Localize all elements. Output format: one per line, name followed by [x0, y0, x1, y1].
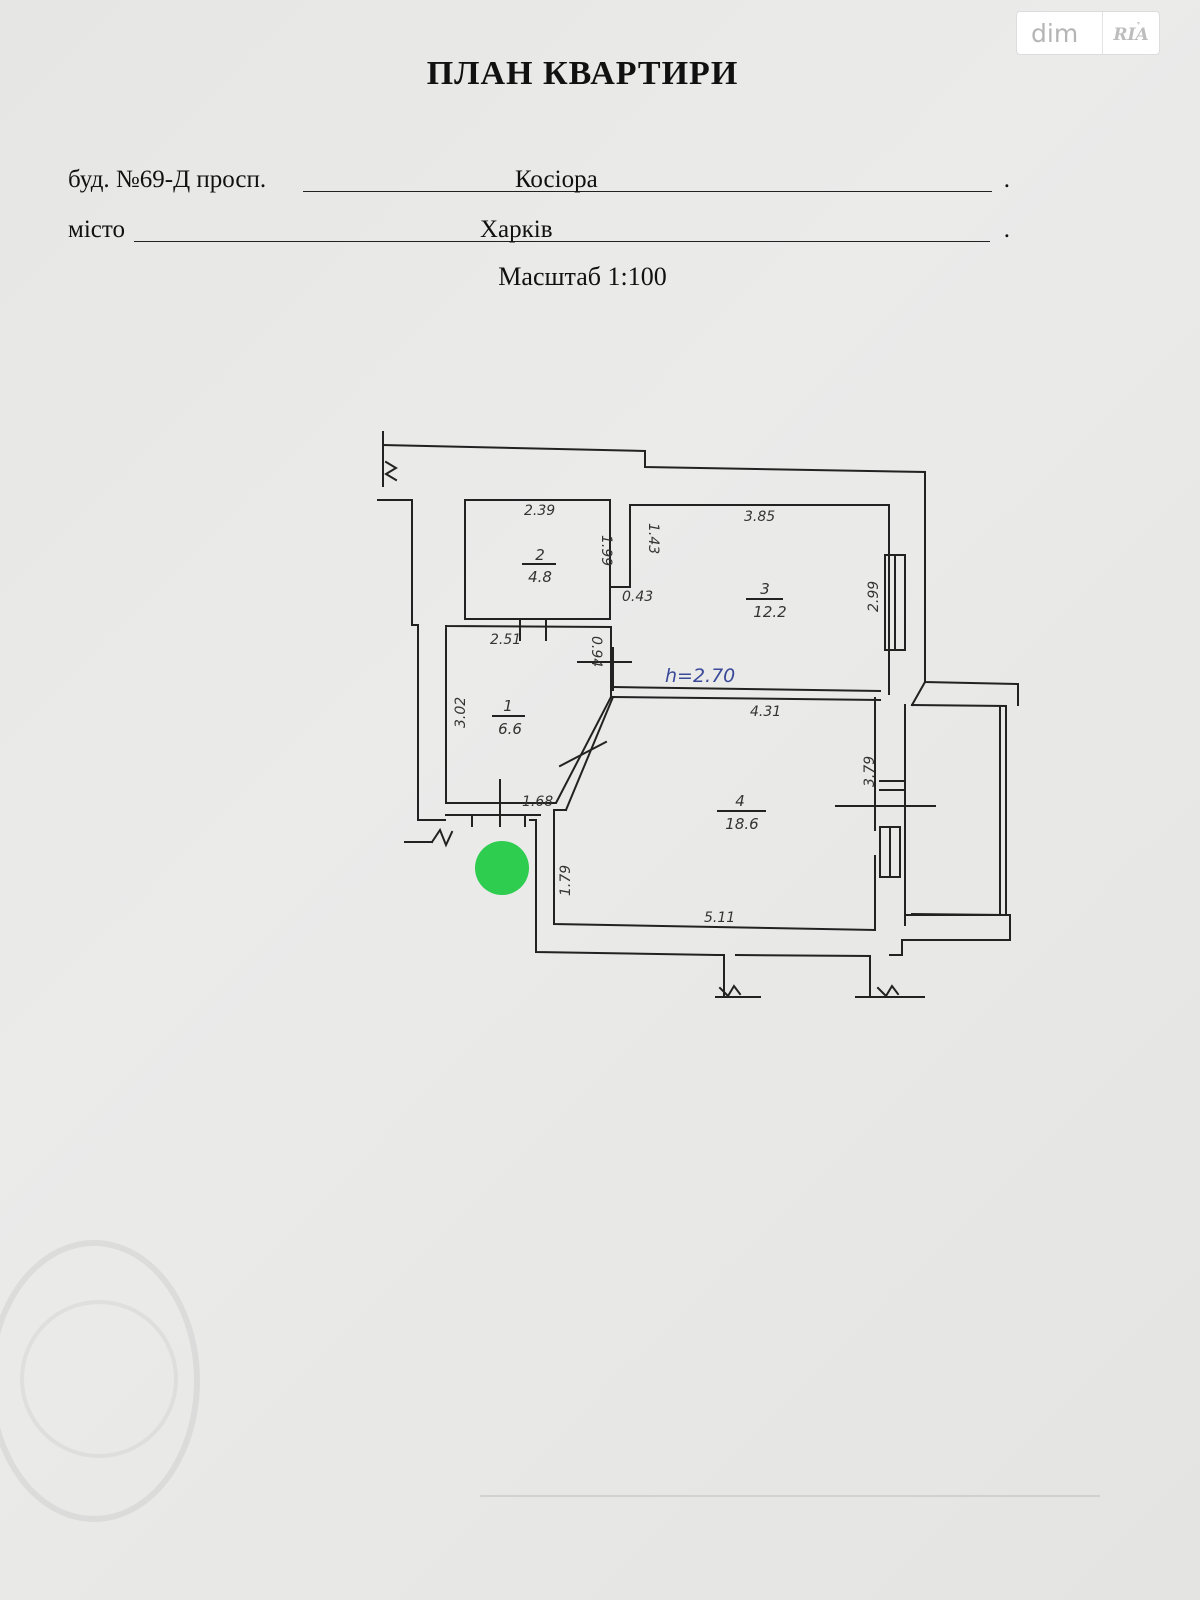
city-value: Харків	[480, 216, 553, 243]
dim-4-31: 4.31	[750, 704, 781, 720]
room-2-area: 4.8	[528, 568, 552, 586]
scale-label: Масштаб 1:100	[498, 262, 667, 291]
city-dot: .	[1003, 216, 1010, 243]
watermark-ria-logo: RIA	[1102, 12, 1159, 54]
dim-0-43: 0.43	[622, 589, 653, 605]
plan-walls	[377, 431, 1019, 998]
room-3-number: 3	[760, 580, 770, 598]
dim-1-68: 1.68	[522, 794, 553, 810]
address-row: буд. №69-Д просп. Косіора .	[68, 158, 1010, 194]
ceiling-height-note: h=2.70	[665, 665, 735, 687]
dim-0-94: 0.94	[588, 636, 604, 667]
address-underline	[303, 191, 992, 192]
green-location-marker	[475, 841, 529, 895]
dim-1-79: 1.79	[558, 865, 574, 896]
faint-bleed-line	[480, 1495, 1100, 1497]
dim-1-43: 1.43	[645, 523, 661, 554]
faded-stamp	[0, 1240, 200, 1522]
dim-1-99: 1.99	[598, 535, 614, 566]
city-label: місто	[68, 216, 125, 243]
address-label: буд. №69-Д просп.	[68, 166, 267, 193]
document-title: ПЛАН КВАРТИРИ	[426, 55, 739, 92]
dimria-watermark: dim RIA	[1016, 11, 1160, 55]
dim-5-11: 5.11	[704, 910, 735, 926]
dim-2-99: 2.99	[866, 581, 882, 612]
room-1-number: 1	[503, 697, 513, 715]
room-1-area: 6.6	[498, 720, 522, 738]
address-dot: .	[1003, 166, 1010, 193]
city-underline	[134, 241, 990, 242]
city-row: місто Харків .	[68, 208, 1010, 244]
svg-text:RIA: RIA	[1112, 25, 1148, 45]
dim-3-02: 3.02	[453, 697, 469, 728]
room-2-number: 2	[535, 546, 545, 564]
faded-stamp-inner	[20, 1300, 178, 1458]
watermark-dim-text: dim	[1031, 18, 1079, 48]
dim-3-79: 3.79	[862, 756, 878, 787]
dim-2-51: 2.51	[490, 632, 521, 648]
dim-2-39: 2.39	[524, 503, 555, 519]
room-4-area: 18.6	[725, 815, 758, 833]
room-3-area: 12.2	[753, 603, 786, 621]
dim-3-85: 3.85	[744, 509, 775, 525]
room-4-number: 4	[735, 792, 745, 810]
address-value: Косіора	[515, 166, 598, 193]
